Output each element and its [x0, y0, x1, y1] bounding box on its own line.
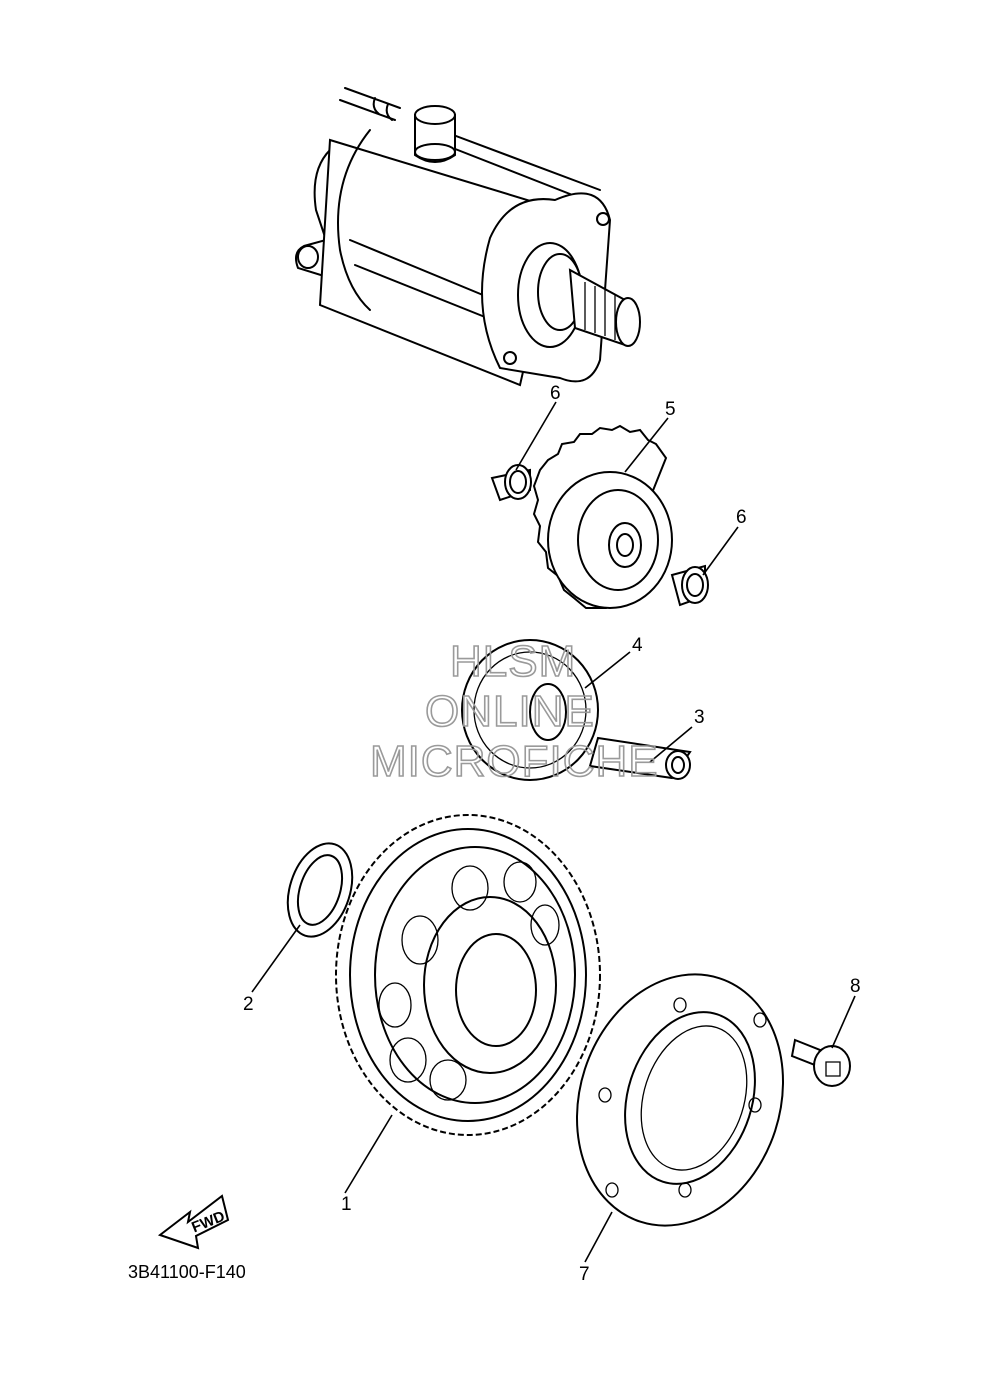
diagram-code: 3B41100-F140 — [128, 1262, 246, 1282]
starter-wheel-gear-1 — [335, 814, 601, 1136]
fwd-label: FWD — [189, 1208, 227, 1237]
watermark: HLSM ONLINE MICROFICHE — [369, 636, 659, 787]
callout-3: 3 — [694, 707, 705, 728]
callout-6b: 6 — [736, 507, 747, 528]
bushing-6b — [670, 564, 709, 607]
gear-4 — [461, 639, 599, 781]
shaft-3 — [588, 736, 692, 780]
callout-7: 7 — [579, 1264, 590, 1285]
idle-gear-5 — [532, 424, 673, 609]
washer-2 — [286, 842, 354, 938]
callout-1: 1 — [341, 1194, 352, 1215]
bolt-8 — [790, 1038, 851, 1087]
bushing-6a — [490, 464, 532, 502]
one-way-clutch-7 — [575, 973, 785, 1227]
callout-5: 5 — [665, 399, 676, 420]
callout-4: 4 — [632, 635, 643, 656]
callout-2: 2 — [243, 994, 254, 1015]
callout-8: 8 — [850, 976, 861, 997]
watermark-line2: ONLINE — [425, 687, 595, 736]
watermark-line3: MICROFICHE — [370, 737, 659, 786]
callout-6a: 6 — [550, 383, 561, 404]
watermark-line1: HLSM — [450, 637, 576, 686]
forward-arrow-icon: FWD — [157, 1194, 230, 1250]
starter-motor — [295, 87, 641, 387]
